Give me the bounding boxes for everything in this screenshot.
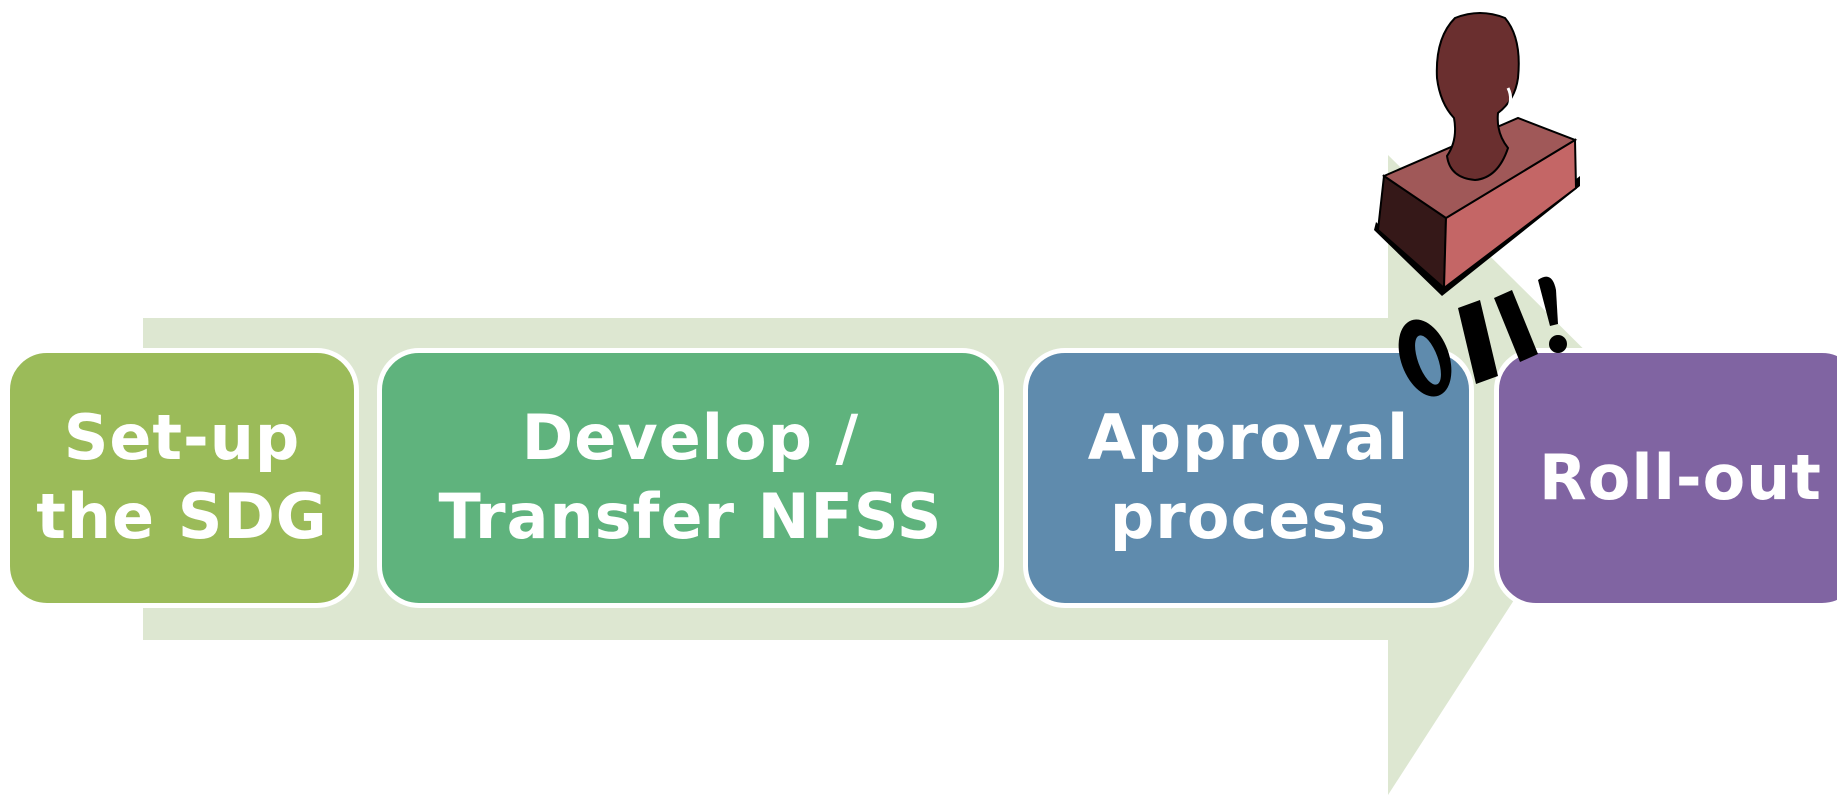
- step-label-line: Transfer NFSS: [438, 480, 943, 553]
- step-setup-sdg-label: Set-up the SDG: [36, 399, 327, 556]
- stamp-handle-highlight: [1504, 87, 1513, 113]
- rubber-stamp-icon: [1374, 12, 1580, 397]
- step-develop-transfer-nfss-label: Develop / Transfer NFSS: [439, 399, 943, 556]
- step-label-line: the SDG: [36, 480, 328, 553]
- step-label-line: Approval: [1087, 401, 1410, 475]
- step-roll-out: Roll-out: [1494, 348, 1837, 608]
- step-label-line: Set-up: [63, 401, 301, 475]
- step-approval-process-label: Approval process: [1088, 399, 1409, 556]
- stamp-mark-stroke: [1494, 290, 1538, 362]
- step-label-line: Roll-out: [1539, 440, 1822, 514]
- stamp-handle: [1435, 12, 1520, 182]
- step-label-line: Develop /: [521, 401, 860, 475]
- stamp-mark-exclamation-dot: [1549, 335, 1567, 353]
- step-approval-process: Approval process: [1023, 348, 1474, 608]
- stamp-mark-dot-inner: [1415, 335, 1441, 385]
- stamp-mark-exclamation: [1538, 276, 1558, 326]
- step-setup-sdg: Set-up the SDG: [5, 348, 359, 608]
- step-roll-out-label: Roll-out: [1539, 439, 1822, 518]
- stamp-mark-stroke: [1458, 300, 1498, 384]
- step-develop-transfer-nfss: Develop / Transfer NFSS: [377, 348, 1004, 608]
- step-label-line: process: [1109, 480, 1388, 553]
